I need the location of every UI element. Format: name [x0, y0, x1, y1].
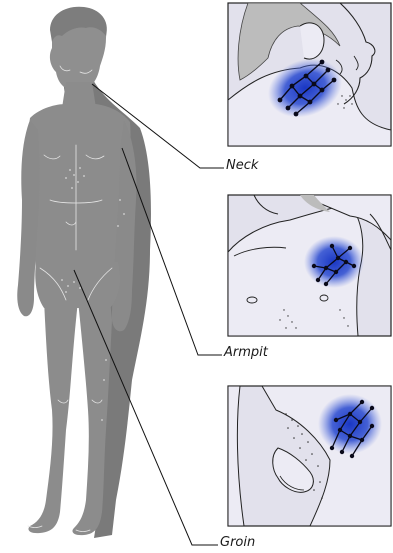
panel-neck — [228, 3, 391, 146]
panel-groin — [228, 386, 391, 526]
label-neck: Neck — [226, 158, 258, 173]
label-groin: Groin — [220, 535, 255, 550]
human-figure — [17, 7, 151, 538]
panel-armpit — [228, 195, 391, 336]
label-armpit: Armpit — [224, 345, 268, 360]
